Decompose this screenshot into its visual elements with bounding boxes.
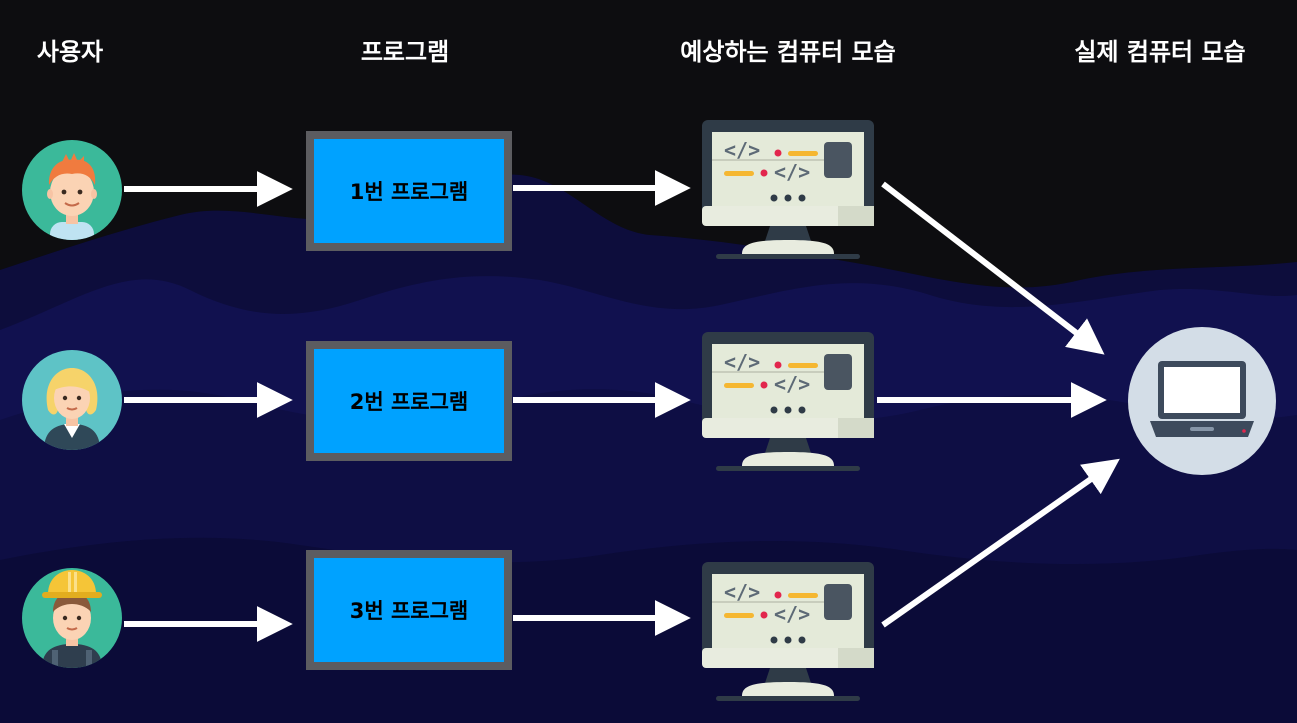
actual-computer-circle — [1128, 327, 1276, 475]
svg-text:</>: </> — [774, 160, 810, 184]
program-label-3: 3번 프로그램 — [349, 599, 469, 623]
program-label-2: 2번 프로그램 — [349, 390, 469, 414]
svg-text:</>: </> — [774, 602, 810, 626]
actual-view-column-title: 실제 컴퓨터 모습 — [1074, 38, 1246, 66]
program-box-2: 2번 프로그램 — [306, 341, 512, 461]
svg-text:</>: </> — [724, 350, 760, 374]
svg-text:</>: </> — [774, 372, 810, 396]
boy-avatar-icon — [22, 140, 122, 240]
code-monitor-icon: </> </> — [702, 562, 874, 701]
program-label-1: 1번 프로그램 — [349, 180, 469, 204]
code-monitor-icon: </> </> — [702, 120, 874, 259]
svg-text:</>: </> — [724, 138, 760, 162]
worker-avatar-icon — [22, 568, 122, 668]
laptop-icon — [1150, 361, 1254, 437]
programs-column-title: 프로그램 — [360, 38, 450, 66]
woman-avatar-icon — [22, 350, 122, 450]
program-box-1: 1번 프로그램 — [306, 131, 512, 251]
users-column-title: 사용자 — [36, 38, 104, 66]
expected-view-column-title: 예상하는 컴퓨터 모습 — [680, 38, 896, 66]
program-box-3: 3번 프로그램 — [306, 550, 512, 670]
svg-text:</>: </> — [724, 580, 760, 604]
code-monitor-icon: </> </> — [702, 332, 874, 471]
